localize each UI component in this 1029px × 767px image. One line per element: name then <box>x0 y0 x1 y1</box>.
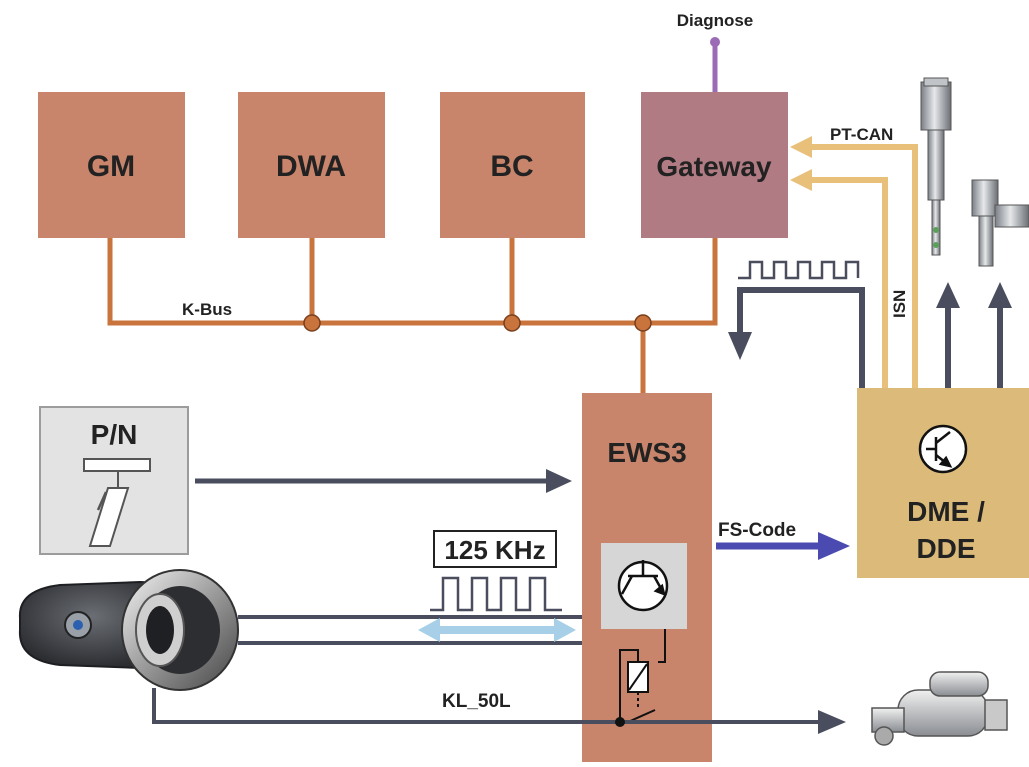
injector-signal-arrows <box>936 282 1012 388</box>
bc-label: BC <box>490 150 533 183</box>
fs-code-arrow <box>716 532 850 560</box>
khz-label: 125 KHz <box>444 535 545 565</box>
fuel-injector-icon <box>920 77 952 256</box>
starter-motor-icon <box>871 671 1008 746</box>
feedback-arrowhead <box>728 332 752 360</box>
diagnose-connector <box>710 37 720 92</box>
antenna-lines <box>238 615 582 645</box>
diagnose-label: Diagnose <box>677 11 754 30</box>
fs-code-label: FS-Code <box>718 520 796 541</box>
pt-can-label: PT-CAN <box>830 125 893 144</box>
pn-signal-arrow <box>195 469 572 493</box>
ews3-relay <box>619 629 666 723</box>
second-injector-icon <box>971 179 1029 267</box>
dwa-module <box>238 92 385 238</box>
dme-dde-module <box>857 388 1029 578</box>
feedback-signal-line <box>737 287 865 388</box>
pn-switch-icon <box>83 458 151 547</box>
pulse-waveform-top <box>738 260 860 280</box>
ews3-label: EWS3 <box>607 437 686 468</box>
transponder-bidirectional-arrow <box>418 618 576 642</box>
gm-module <box>38 92 185 238</box>
k-bus-label: K-Bus <box>182 300 232 319</box>
ignition-lock-icon <box>121 569 239 691</box>
gateway-module <box>641 92 788 238</box>
pt-can-arrowheads <box>790 136 812 191</box>
k-bus-line <box>107 238 718 393</box>
khz-waveform <box>430 576 562 612</box>
kl50l-line <box>152 688 846 734</box>
ews3-transistor-icon <box>617 560 669 612</box>
bc-module <box>440 92 585 238</box>
transistor-icon <box>918 424 968 474</box>
gateway-label: Gateway <box>656 151 772 182</box>
pt-can-lines <box>810 144 918 388</box>
dme-label-line1: DME / <box>907 496 985 527</box>
pn-label: P/N <box>91 419 138 450</box>
k-bus-nodes <box>303 314 652 332</box>
isn-label: ISN <box>890 290 909 318</box>
dme-label-line2: DDE <box>916 533 975 564</box>
kl50l-label: KL_50L <box>442 691 511 712</box>
khz-label-box <box>433 530 557 568</box>
gm-label: GM <box>87 150 135 183</box>
dwa-label: DWA <box>276 150 346 183</box>
